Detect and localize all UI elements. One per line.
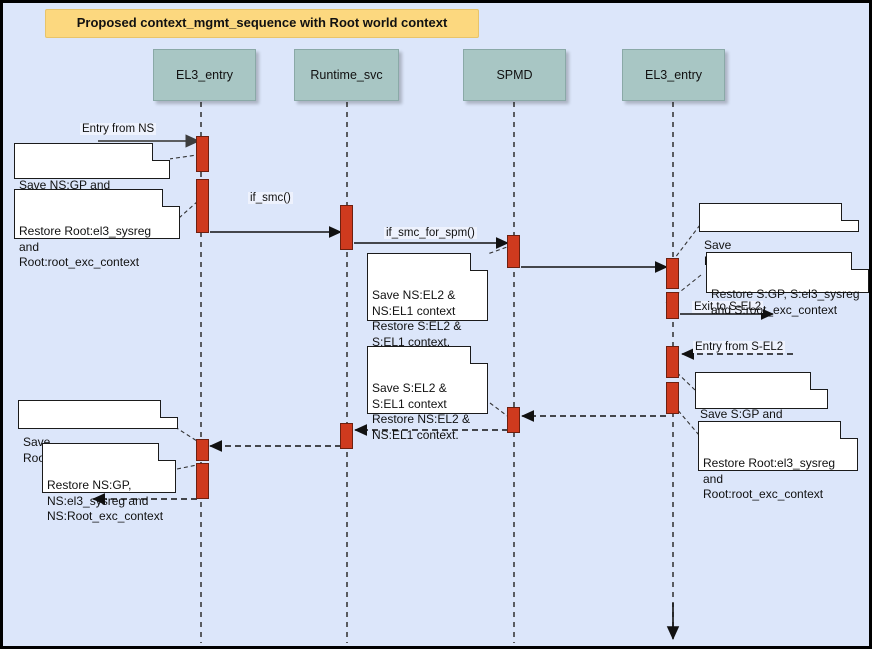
- participant-el3-entry-left[interactable]: EL3_entry: [153, 49, 256, 101]
- participant-spmd[interactable]: SPMD: [463, 49, 566, 101]
- note-save-s-gp: Save S:GP and S:root_exc_context: [695, 372, 828, 437]
- note-fold-icon: [851, 252, 869, 270]
- activation-el3-entry-left-2: [196, 179, 209, 233]
- participant-label: SPMD: [496, 68, 533, 82]
- participant-el3-entry-right[interactable]: EL3_entry: [622, 49, 725, 101]
- participant-runtime-svc[interactable]: Runtime_svc: [294, 49, 399, 101]
- message-label-if-smc-for-spm: if_smc_for_spm(): [384, 227, 477, 239]
- activation-spmd-1: [507, 235, 520, 268]
- activation-el3-entry-left-3: [196, 439, 209, 461]
- note-fold-icon: [841, 203, 859, 221]
- note-fold-icon: [810, 372, 828, 390]
- message-label-exit-to-s-el2: Exit to S-EL2: [692, 301, 764, 313]
- note-fold-icon: [160, 400, 178, 418]
- activation-el3-entry-left-4: [196, 463, 209, 499]
- note-text: Restore S:GP, S:el3_sysreg and S:root_ex…: [711, 287, 860, 317]
- note-save-ns-el2-restore-s-el2: Save NS:EL2 & NS:EL1 context Restore S:E…: [367, 253, 488, 349]
- message-label-entry-from-ns: Entry from NS: [80, 123, 157, 135]
- activation-el3-entry-right-3: [666, 346, 679, 378]
- note-text: Restore Root:el3_sysreg and Root:root_ex…: [703, 456, 836, 501]
- participant-label: Runtime_svc: [310, 68, 383, 82]
- note-restore-root-el3-sysreg-right: Restore Root:el3_sysreg and Root:root_ex…: [698, 421, 858, 501]
- activation-el3-entry-right-1: [666, 258, 679, 289]
- note-restore-s-gp: Restore S:GP, S:el3_sysreg and S:root_ex…: [706, 252, 869, 317]
- note-fold-icon: [470, 346, 488, 364]
- note-fold-icon: [152, 143, 170, 161]
- note-text: Restore NS:GP, NS:el3_sysreg and NS:Root…: [47, 478, 164, 523]
- message-label-if-smc: if_smc(): [248, 192, 293, 204]
- note-fold-icon: [840, 421, 858, 439]
- participant-label: EL3_entry: [176, 68, 233, 82]
- note-save-root-exc-context-right: Save Root:root_exc_context: [699, 203, 859, 268]
- activation-spmd-2: [507, 407, 520, 433]
- activation-el3-entry-left-1: [196, 136, 209, 172]
- activation-el3-entry-right-4: [666, 382, 679, 414]
- note-restore-root-el3-sysreg: Restore Root:el3_sysreg and Root:root_ex…: [14, 189, 180, 269]
- note-save-s-el2-restore-ns-el2: Save S:EL2 & S:EL1 context Restore NS:EL…: [367, 346, 488, 442]
- note-text: Save S:EL2 & S:EL1 context Restore NS:EL…: [372, 381, 471, 442]
- note-save-ns-gp: Save NS:GP and NS:Root_exc_context: [14, 143, 170, 208]
- note-restore-ns-gp: Restore NS:GP, NS:el3_sysreg and NS:Root…: [42, 443, 176, 523]
- note-text: Save NS:EL2 & NS:EL1 context Restore S:E…: [372, 288, 462, 349]
- note-fold-icon: [470, 253, 488, 271]
- activation-runtime-svc-2: [340, 423, 353, 449]
- page-title: Proposed context_mgmt_sequence with Root…: [45, 9, 479, 38]
- note-text: Restore Root:el3_sysreg and Root:root_ex…: [19, 224, 152, 269]
- activation-el3-entry-right-2: [666, 292, 679, 319]
- note-fold-icon: [162, 189, 180, 207]
- participant-label: EL3_entry: [645, 68, 702, 82]
- message-label-entry-from-s-el2: Entry from S-EL2: [693, 341, 786, 353]
- activation-runtime-svc-1: [340, 205, 353, 250]
- note-fold-icon: [158, 443, 176, 461]
- note-save-root-exc-context-left: Save Root:root_exc_context: [18, 400, 178, 465]
